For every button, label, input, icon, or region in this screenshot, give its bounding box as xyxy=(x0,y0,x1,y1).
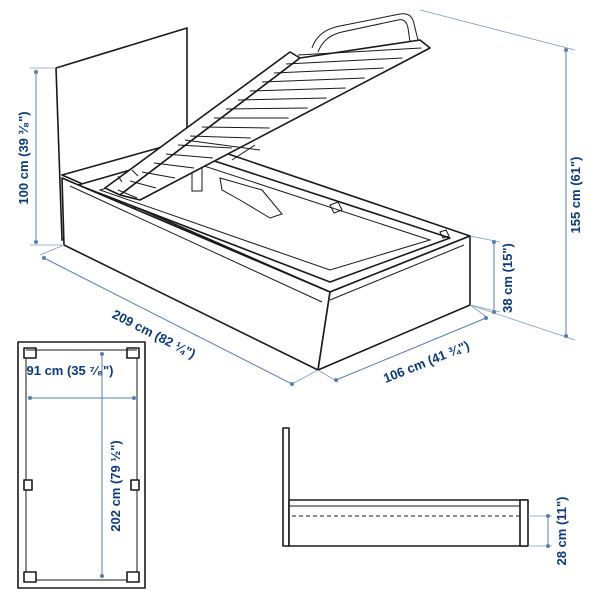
slat xyxy=(129,180,157,189)
slat xyxy=(273,67,384,74)
slat xyxy=(141,171,176,179)
dimension-headboard-height: 100 cm (39 ³⁄₈") xyxy=(16,67,62,246)
dimension-inner-length: 202 cm (79 ½") xyxy=(100,352,123,578)
slat xyxy=(237,97,327,101)
slat xyxy=(165,153,213,159)
section-headboard xyxy=(282,427,290,547)
side-section-drawing xyxy=(282,427,529,547)
dimension-inner-width: 91 cm (35 ⁷⁄₈") xyxy=(27,363,136,400)
headboard-height-label: 100 cm (39 ³⁄₈") xyxy=(16,111,31,204)
slats xyxy=(117,47,422,199)
frame-height-label: 38 cm (15") xyxy=(500,243,515,313)
slat xyxy=(177,144,232,149)
lift-mechanism xyxy=(219,177,283,219)
slat xyxy=(189,135,251,139)
slat xyxy=(153,162,194,169)
total-height-label: 155 cm (61") xyxy=(568,157,583,234)
base-height-label: 28 cm (11") xyxy=(554,496,569,565)
dimension-frame-height: 38 cm (15") xyxy=(469,235,515,314)
slat xyxy=(201,126,270,129)
inner-length-label: 202 cm (79 ½") xyxy=(108,440,123,531)
slat xyxy=(285,57,403,65)
slat xyxy=(249,87,346,92)
dimension-total-height: 155 cm (61") xyxy=(419,9,583,341)
slat xyxy=(225,107,308,110)
top-view-outer-frame xyxy=(17,341,146,589)
perspective-bed-drawing xyxy=(55,13,471,371)
width-label: 106 cm (41 ¾") xyxy=(381,338,471,386)
section-frame xyxy=(288,499,528,547)
slat xyxy=(117,189,138,199)
slat xyxy=(297,47,422,56)
dimension-base-height: 28 cm (11") xyxy=(528,496,569,566)
lift-handle xyxy=(311,13,419,49)
slat xyxy=(261,77,365,83)
top-view-drawing xyxy=(17,341,146,589)
inner-width-cm-label: 91 cm (35 ⁷⁄₈") xyxy=(27,363,114,378)
lifted-slatted-base xyxy=(104,13,431,201)
